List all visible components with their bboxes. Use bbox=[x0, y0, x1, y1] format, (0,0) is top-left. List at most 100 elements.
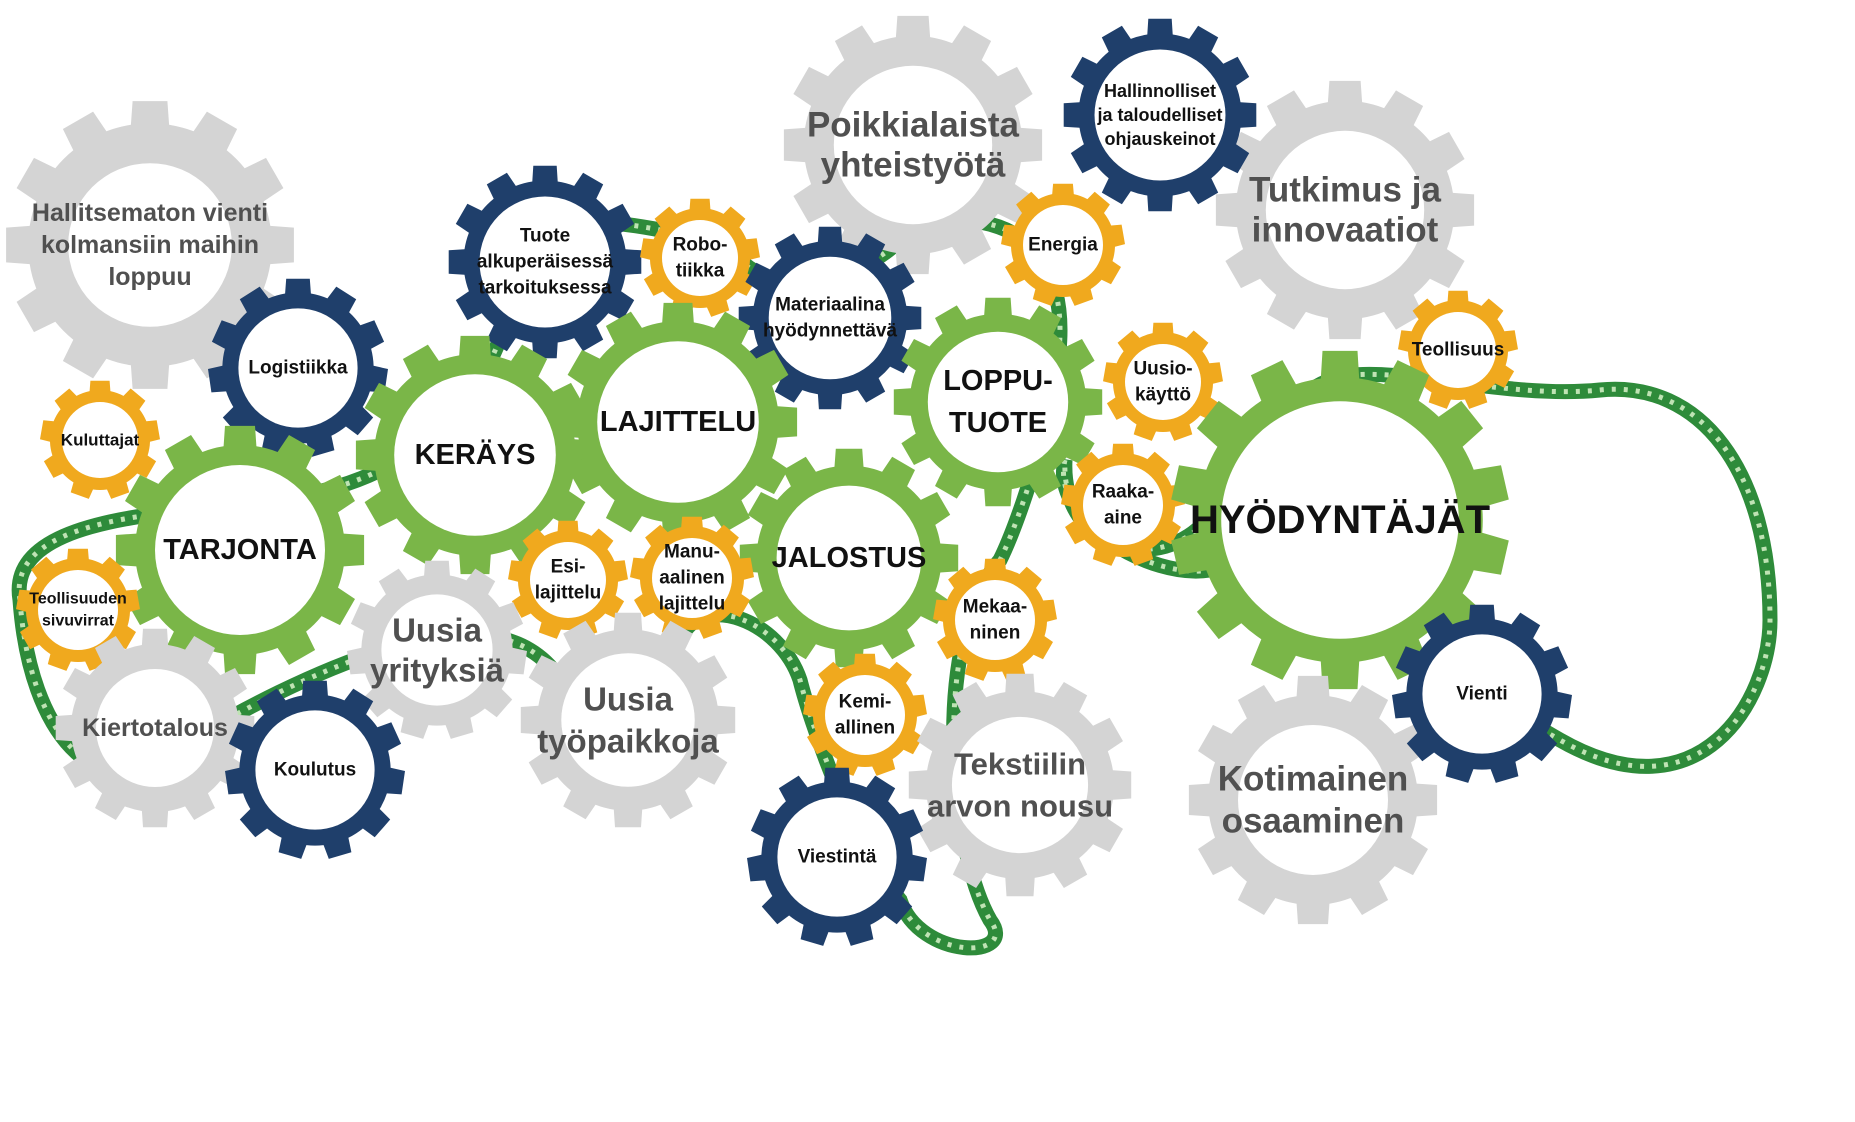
gear-tarjonta: TARJONTA bbox=[115, 425, 365, 675]
gear-label: Mekaa- bbox=[963, 597, 1027, 618]
gear-center bbox=[68, 163, 232, 327]
gear-label: Teollisuuden bbox=[29, 591, 126, 608]
gear-center bbox=[238, 308, 358, 428]
gear-label: Tutkimus ja bbox=[1249, 171, 1441, 210]
gear-label: Hallinnolliset bbox=[1104, 81, 1216, 101]
gear-label: Robo- bbox=[673, 235, 728, 256]
gear-hallitsematon: Hallitsematon vienti kolmansiin maihin lop… bbox=[6, 101, 294, 389]
gear-label: ohjauskeinot bbox=[1104, 129, 1215, 149]
gear-label: LOPPU- bbox=[943, 365, 1053, 397]
gear-label: loppuu bbox=[108, 263, 191, 291]
gear-center bbox=[255, 710, 375, 830]
gear-label: Materiaalina bbox=[775, 295, 885, 316]
gear-label: KERÄYS bbox=[415, 438, 536, 471]
gear-center bbox=[927, 331, 1069, 473]
gear-jalostus: JALOSTUS bbox=[739, 448, 959, 668]
gear-label: yhteistyötä bbox=[821, 146, 1006, 185]
gear-label: Teollisuus bbox=[1412, 340, 1505, 361]
gear-label: Energia bbox=[1028, 235, 1098, 256]
gear-center bbox=[155, 465, 325, 635]
gear-label: JALOSTUS bbox=[772, 542, 927, 574]
gear-label: ja taloudelliset bbox=[1096, 105, 1222, 125]
gear-center bbox=[381, 594, 493, 706]
gear-label: lajittelu bbox=[535, 583, 602, 604]
gear-label: osaaminen bbox=[1222, 802, 1405, 841]
gear-label: Logistiikka bbox=[248, 358, 348, 379]
gear-label: Tekstiilin bbox=[954, 747, 1086, 782]
gear-label: Kotimainen bbox=[1218, 760, 1409, 799]
gear-label: TUOTE bbox=[949, 407, 1047, 439]
gear-label: Koulutus bbox=[274, 760, 356, 781]
gear-label: arvon nousu bbox=[927, 789, 1113, 824]
gear-esilajittelu: Esi-lajittelu bbox=[508, 520, 628, 639]
gear-label: Kuluttajat bbox=[61, 431, 140, 450]
gear-center bbox=[1238, 725, 1388, 875]
gear-label: HYÖDYNTÄJÄT bbox=[1190, 497, 1490, 542]
gear-teollisuus: Teollisuus bbox=[1398, 290, 1518, 409]
gear-robotiikka: Robo-tiikka bbox=[640, 198, 760, 317]
gear-center bbox=[662, 220, 738, 296]
gear-uusia-tyopaikkoja: Uusia työpaikkoja bbox=[520, 612, 736, 828]
gear-label: Hallitsematon vienti bbox=[32, 199, 268, 227]
gear-label: lajittelu bbox=[659, 594, 726, 615]
gear-keraus: KERÄYS bbox=[355, 335, 595, 575]
gear-center bbox=[96, 669, 214, 787]
gear-center bbox=[825, 675, 905, 755]
gear-center bbox=[1221, 401, 1459, 639]
gear-label: Kiertotalous bbox=[82, 714, 228, 742]
gear-raaka-aine: Raaka-aine bbox=[1061, 443, 1185, 566]
gear-teollisuuden: Teollisuuden sivuvirrat bbox=[16, 548, 140, 671]
gear-label: LAJITTELU bbox=[600, 406, 756, 438]
gear-vienti: Vienti bbox=[1392, 604, 1572, 783]
gear-label: Manu- bbox=[664, 542, 720, 563]
gear-label: ninen bbox=[970, 623, 1021, 644]
gear-label: yrityksiä bbox=[370, 652, 505, 689]
gear-mekaaninen: Mekaa-ninen bbox=[933, 558, 1057, 681]
gear-center bbox=[833, 65, 993, 225]
gear-label: aalinen bbox=[659, 568, 724, 589]
gear-lopputuote: LOPPU- TUOTE bbox=[893, 297, 1103, 507]
gear-label: allinen bbox=[835, 718, 895, 739]
gear-label: Raaka- bbox=[1092, 482, 1154, 503]
gear-label: Kemi- bbox=[839, 692, 892, 713]
gear-label: tiikka bbox=[676, 261, 725, 282]
gear-center bbox=[951, 716, 1089, 854]
gear-hallinnolliset: Hallinnolliset ja taloudelliset ohjauskein… bbox=[1063, 18, 1257, 212]
gear-center bbox=[1125, 344, 1201, 420]
gear-center bbox=[652, 538, 732, 618]
gear-kemiallinen: Kemi-allinen bbox=[803, 653, 927, 776]
gear-label: työpaikkoja bbox=[537, 723, 719, 760]
gear-center bbox=[768, 256, 892, 380]
gear-label: Uusia bbox=[583, 681, 674, 718]
gear-label: hyödynnettävä bbox=[763, 321, 898, 342]
gear-label: Uusia bbox=[392, 612, 483, 649]
gear-label: Esi- bbox=[551, 557, 586, 578]
gear-uusiokaytto: Uusio-käyttö bbox=[1103, 322, 1223, 441]
gear-label: Tuote bbox=[520, 226, 570, 247]
gear-label: aine bbox=[1104, 508, 1142, 529]
gear-center bbox=[38, 570, 118, 650]
gear-lajittelu: LAJITTELU bbox=[558, 302, 798, 542]
gear-label: sivuvirrat bbox=[42, 613, 115, 630]
gear-label: Uusio- bbox=[1133, 359, 1192, 380]
gear-center bbox=[479, 196, 611, 328]
gear-logistiikka: Logistiikka bbox=[208, 278, 388, 457]
gear-center bbox=[1422, 634, 1542, 754]
gear-label: Viestintä bbox=[798, 847, 877, 868]
gear-label: innovaatiot bbox=[1252, 211, 1439, 250]
gears: Hallitsematon vienti kolmansiin maihin lop… bbox=[6, 15, 1572, 946]
gear-center bbox=[955, 580, 1035, 660]
gear-center bbox=[1023, 205, 1103, 285]
gear-center bbox=[394, 374, 556, 536]
gear-tekstiilin: Tekstiilin arvon nousu bbox=[908, 673, 1132, 897]
gear-center bbox=[62, 402, 138, 478]
gear-koulutus: Koulutus bbox=[225, 680, 405, 859]
gear-label: kolmansiin maihin bbox=[41, 231, 259, 259]
gear-label: TARJONTA bbox=[163, 534, 317, 566]
gear-center bbox=[1083, 465, 1163, 545]
gear-center bbox=[1094, 49, 1226, 181]
